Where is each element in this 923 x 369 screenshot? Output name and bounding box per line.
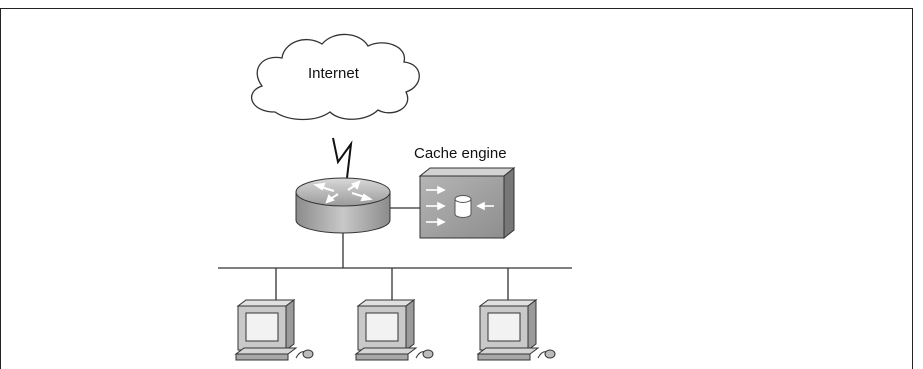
cache-engine-icon [418, 166, 516, 240]
workstation-icon-2 [355, 299, 434, 361]
workstation-icon-3 [477, 299, 556, 361]
internet-cloud-icon [251, 33, 420, 121]
wan-link-icon [332, 137, 353, 179]
workstation-icon-1 [235, 299, 314, 361]
diagram-frame [0, 8, 913, 369]
internet-label: Internet [308, 65, 360, 82]
cache-engine-label: Cache engine [414, 145, 507, 162]
router-icon [295, 177, 391, 234]
